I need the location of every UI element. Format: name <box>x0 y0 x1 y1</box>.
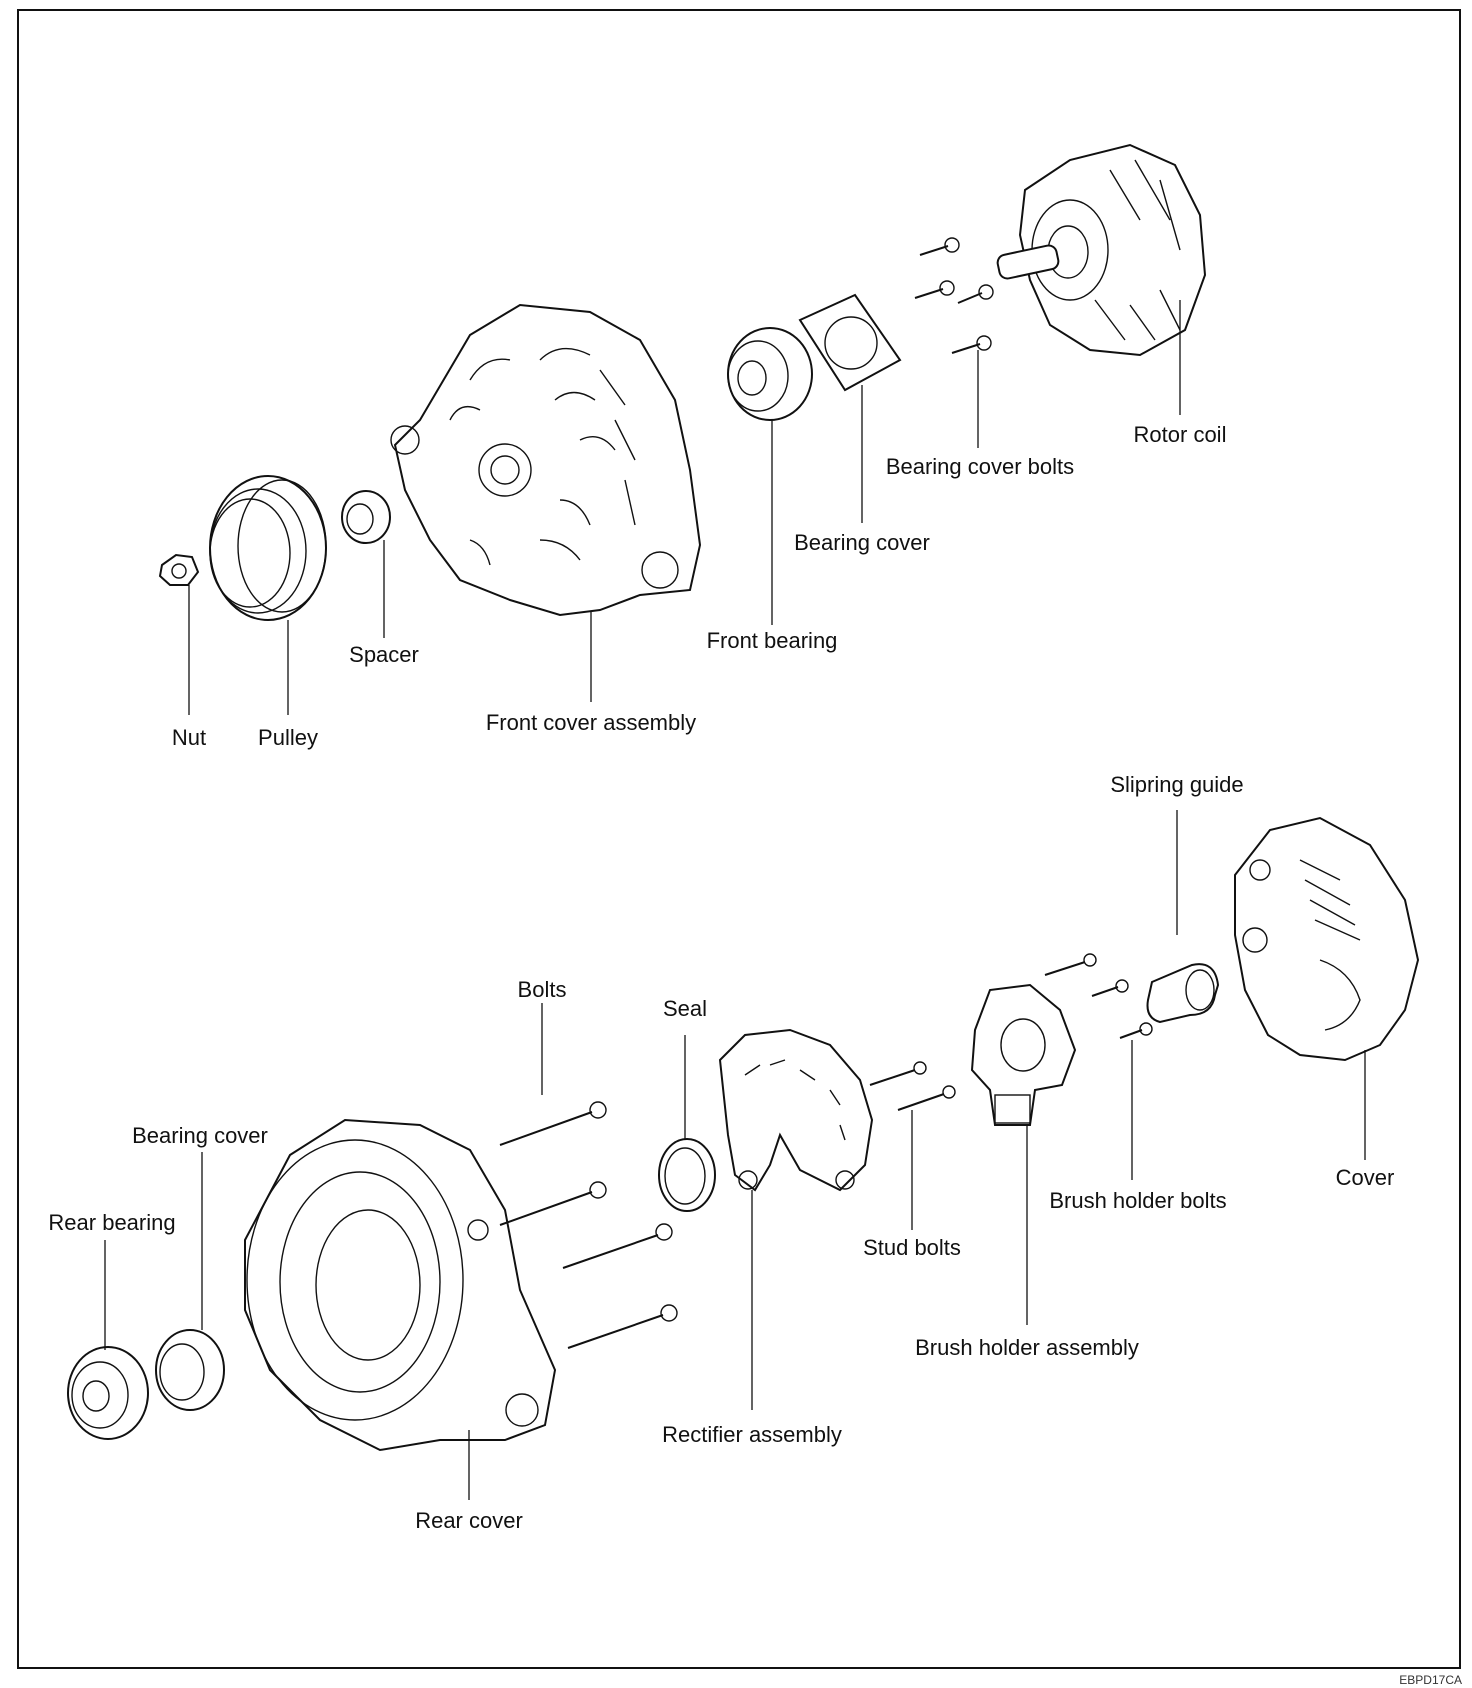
label-stud-bolts: Stud bolts <box>863 1235 961 1260</box>
label-cover: Cover <box>1336 1165 1395 1190</box>
label-bearing-cover-bolts: Bearing cover bolts <box>886 454 1074 479</box>
label-bolts: Bolts <box>518 977 567 1002</box>
spacer-part <box>341 490 391 544</box>
rear-cover-part <box>244 1118 557 1452</box>
nut-part <box>158 553 200 586</box>
label-bearing-cover-top: Bearing cover <box>794 530 930 555</box>
label-rectifier-assembly: Rectifier assembly <box>662 1422 842 1447</box>
front-bearing-part <box>727 327 813 421</box>
brush-holder-bolts-part <box>1044 953 1153 1039</box>
label-rear-bearing: Rear bearing <box>48 1210 175 1235</box>
label-rear-cover: Rear cover <box>415 1508 523 1533</box>
label-seal: Seal <box>663 996 707 1021</box>
seal-part <box>658 1138 716 1212</box>
label-slipring-guide: Slipring guide <box>1110 772 1243 797</box>
bearing-cover-top-part <box>798 293 902 392</box>
label-spacer: Spacer <box>349 642 419 667</box>
rear-bearing-part <box>67 1346 149 1440</box>
slipring-guide-part <box>1146 963 1220 1024</box>
figure-frame <box>17 9 1461 1669</box>
bolts-part <box>499 1101 678 1349</box>
label-brush-holder-bolts: Brush holder bolts <box>1049 1188 1226 1213</box>
bearing-cover-bolts-part <box>914 237 994 354</box>
label-nut: Nut <box>172 725 206 750</box>
label-front-cover-assembly: Front cover assembly <box>486 710 696 735</box>
brush-holder-assembly-part <box>970 983 1077 1126</box>
label-pulley: Pulley <box>258 725 318 750</box>
bearing-cover-bottom-part <box>155 1329 225 1411</box>
stud-bolts-part <box>869 1061 956 1111</box>
rectifier-assembly-part <box>718 1028 874 1192</box>
cover-part <box>1234 816 1420 1062</box>
figure-code: EBPD17CA <box>1399 1673 1462 1687</box>
label-bearing-cover-bottom: Bearing cover <box>132 1123 268 1148</box>
label-front-bearing: Front bearing <box>707 628 838 653</box>
label-brush-holder-assembly: Brush holder assembly <box>915 1335 1139 1360</box>
front-cover-part <box>390 303 702 617</box>
rotor-coil-part <box>996 143 1207 357</box>
leader-lines <box>104 300 1366 1500</box>
pulley-part <box>209 475 327 621</box>
label-rotor-coil: Rotor coil <box>1134 422 1227 447</box>
